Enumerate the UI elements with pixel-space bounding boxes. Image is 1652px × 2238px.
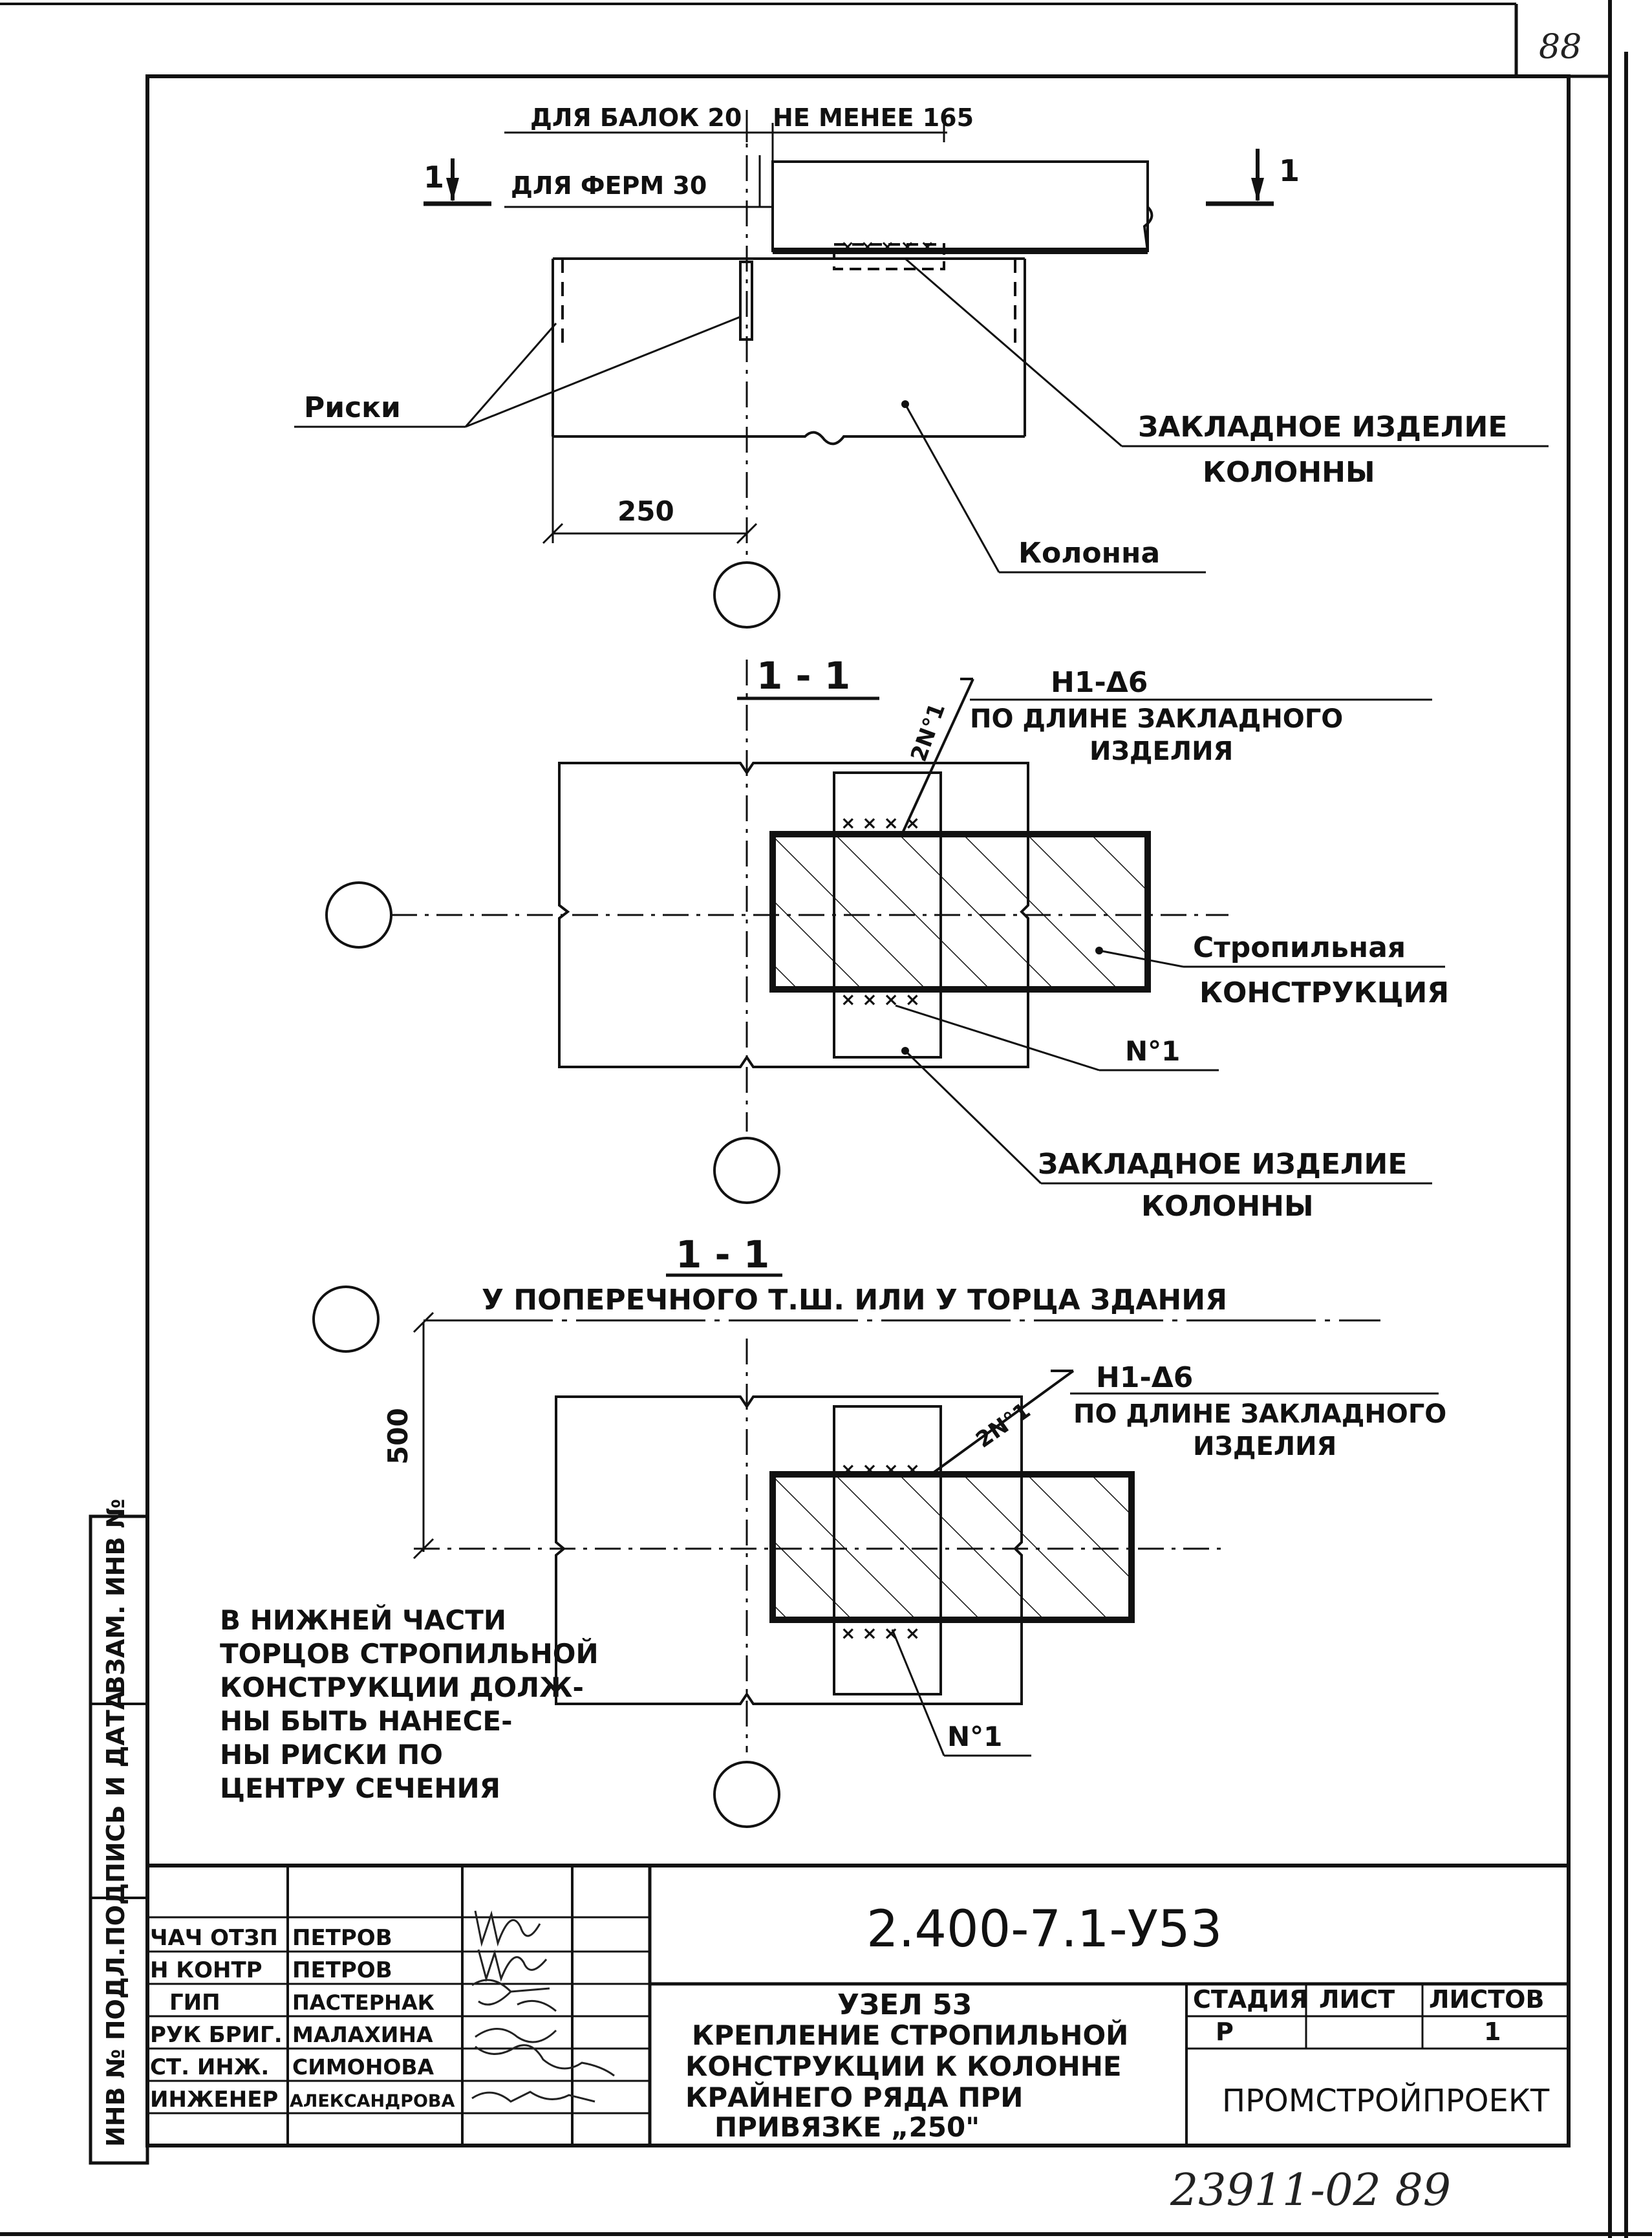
svg-text:Н КОНТР: Н КОНТР (150, 1957, 263, 1983)
dim-min: НЕ МЕНЕЕ 165 (773, 103, 974, 132)
section-mark-right: 1 (1206, 149, 1300, 206)
weld-mark-a: 2N°1 (906, 700, 950, 765)
weld-note-b-2: ИЗДЕЛИЯ (1193, 1432, 1336, 1461)
sheets-header: ЛИСТОВ (1429, 1985, 1544, 2014)
svg-text:ПЕТРОВ: ПЕТРОВ (292, 1925, 392, 1951)
page-number-top: 88 (1539, 28, 1582, 67)
svg-text:1: 1 (424, 160, 444, 195)
weld-mark-b: 2N°1 (971, 1397, 1035, 1453)
signer-rows: ЧАЧ ОТЗП ПЕТРОВ Н КОНТР ПЕТРОВ ГИП ПАСТЕ… (150, 1925, 455, 2113)
svg-text:В НИЖНЕЙ ЧАСТИ: В НИЖНЕЙ ЧАСТИ (220, 1604, 506, 1636)
svg-text:× × × ×: × × × × (841, 1459, 920, 1480)
section-b-subtitle: У ПОПЕРЕЧНОГО Т.Ш. ИЛИ У ТОРЦА ЗДАНИЯ (482, 1284, 1227, 1317)
weld-code-b: Н1-Δ6 (1096, 1361, 1193, 1394)
node-title: УЗЕЛ 53 (837, 1988, 972, 2021)
section-b-note: В НИЖНЕЙ ЧАСТИ ТОРЦОВ СТРОПИЛЬНОЙ КОНСТР… (220, 1604, 599, 1804)
svg-text:НЫ РИСКИ ПО: НЫ РИСКИ ПО (220, 1739, 443, 1770)
dim-beams: ДЛЯ БАЛОК 20 (530, 103, 742, 132)
label-marks: Риски (304, 391, 401, 424)
section-b-title: 1 - 1 (676, 1232, 769, 1276)
description-2: КОНСТРУКЦИИ К КОЛОННЕ (685, 2050, 1122, 2082)
section-mark-left: 1 (424, 158, 491, 206)
signatures (471, 1910, 615, 2103)
label-no1-b: N°1 (947, 1721, 1002, 1752)
side-vzam: ВЗАМ. ИНВ № (102, 1499, 130, 1694)
svg-text:× × × × ×: × × × × × (841, 237, 934, 257)
svg-text:РУК БРИГ.: РУК БРИГ. (150, 2022, 283, 2048)
title-block: 2.400-7.1-У53 УЗЕЛ 53 КРЕПЛЕНИЕ СТРОПИЛЬ… (147, 1864, 1569, 2216)
label-embedded-top: ЗАКЛАДНОЕ ИЗДЕЛИЕ (1138, 411, 1507, 444)
label-no1-a: N°1 (1125, 1035, 1180, 1067)
svg-text:НЫ БЫТЬ НАНЕСЕ-: НЫ БЫТЬ НАНЕСЕ- (220, 1705, 513, 1737)
label-rafter: Стропильная (1193, 931, 1406, 964)
label-embedded-top-2: КОЛОННЫ (1203, 456, 1375, 489)
svg-text:1: 1 (1279, 153, 1300, 188)
svg-text:МАЛАХИНА: МАЛАХИНА (292, 2022, 433, 2047)
dim-250: 250 (617, 495, 674, 527)
description-4: ПРИВЯЗКЕ „250" (714, 2111, 980, 2143)
weld-note-a-1: ПО ДЛИНЕ ЗАКЛАДНОГО (970, 704, 1343, 734)
svg-text:СТ. ИНЖ.: СТ. ИНЖ. (150, 2054, 269, 2080)
label-embedded-a: ЗАКЛАДНОЕ ИЗДЕЛИЕ (1038, 1148, 1407, 1181)
description-1: КРЕПЛЕНИЕ СТРОПИЛЬНОЙ (692, 2019, 1128, 2051)
stage-header: СТАДИЯ (1193, 1985, 1308, 2014)
axis-marker-b-left (312, 1286, 380, 1353)
axis-marker-a-left (325, 881, 392, 949)
description-3: КРАЙНЕГО РЯДА ПРИ (685, 2081, 1023, 2113)
footer-code: 23911-02 89 (1170, 2165, 1451, 2216)
svg-text:КОНСТРУКЦИИ ДОЛЖ-: КОНСТРУКЦИИ ДОЛЖ- (220, 1672, 584, 1703)
section-b: 1 - 1 У ПОПЕРЕЧНОГО Т.Ш. ИЛИ У ТОРЦА ЗДА… (220, 1232, 1446, 1828)
label-column: Колонна (1018, 537, 1160, 570)
label-embedded-a-2: КОЛОННЫ (1141, 1190, 1314, 1223)
sheet-header: ЛИСТ (1319, 1985, 1395, 2014)
weld-note-b-1: ПО ДЛИНЕ ЗАКЛАДНОГО (1073, 1399, 1446, 1429)
top-view: × × × × × ДЛЯ БАЛОК 20 НЕ МЕНЕЕ 165 ДЛЯ … (294, 103, 1549, 629)
section-a: 1 - 1 × × × × × × × × Н1-Δ6 ПО ДЛИНЕ ЗАК… (325, 654, 1449, 1223)
svg-text:ПАСТЕРНАК: ПАСТЕРНАК (292, 1990, 434, 2015)
organization: ПРОМСТРОЙПРОЕКТ (1222, 2082, 1550, 2119)
svg-text:ТОРЦОВ СТРОПИЛЬНОЙ: ТОРЦОВ СТРОПИЛЬНОЙ (220, 1637, 599, 1670)
dim-500: 500 (382, 1408, 414, 1465)
weld-note-a-2: ИЗДЕЛИЯ (1089, 737, 1233, 766)
svg-text:× × × ×: × × × × (841, 1622, 920, 1644)
svg-text:× × × ×: × × × × (841, 989, 920, 1010)
svg-text:ГИП: ГИП (169, 1990, 220, 2016)
doc-code: 2.400-7.1-У53 (866, 1900, 1222, 1959)
stage-value: Р (1216, 2017, 1234, 2046)
svg-text:ЦЕНТРУ СЕЧЕНИЯ: ЦЕНТРУ СЕЧЕНИЯ (220, 1772, 500, 1804)
sheets-value: 1 (1484, 2017, 1501, 2046)
dim-trusses: ДЛЯ ФЕРМ 30 (511, 171, 707, 200)
svg-text:ИНЖЕНЕР: ИНЖЕНЕР (150, 2087, 278, 2113)
side-stamp: ИНВ № ПОДЛ. ПОДПИСЬ И ДАТА ВЗАМ. ИНВ № (89, 1499, 149, 2165)
side-podpis: ПОДПИСЬ И ДАТА (102, 1690, 130, 1946)
axis-marker-b-bottom (713, 1761, 780, 1828)
side-inv-podl: ИНВ № ПОДЛ. (102, 1947, 130, 2147)
svg-text:АЛЕКСАНДРОВА: АЛЕКСАНДРОВА (290, 2091, 455, 2111)
weld-code-a: Н1-Δ6 (1051, 666, 1148, 699)
axis-marker-a-bottom (713, 1137, 780, 1204)
section-a-title: 1 - 1 (756, 654, 850, 698)
svg-text:СИМОНОВА: СИМОНОВА (292, 2054, 434, 2080)
axis-marker-top (713, 561, 780, 629)
label-rafter-2: КОНСТРУКЦИЯ (1199, 976, 1449, 1009)
svg-text:ПЕТРОВ: ПЕТРОВ (292, 1957, 392, 1983)
svg-text:ЧАЧ ОТЗП: ЧАЧ ОТЗП (150, 1925, 278, 1951)
